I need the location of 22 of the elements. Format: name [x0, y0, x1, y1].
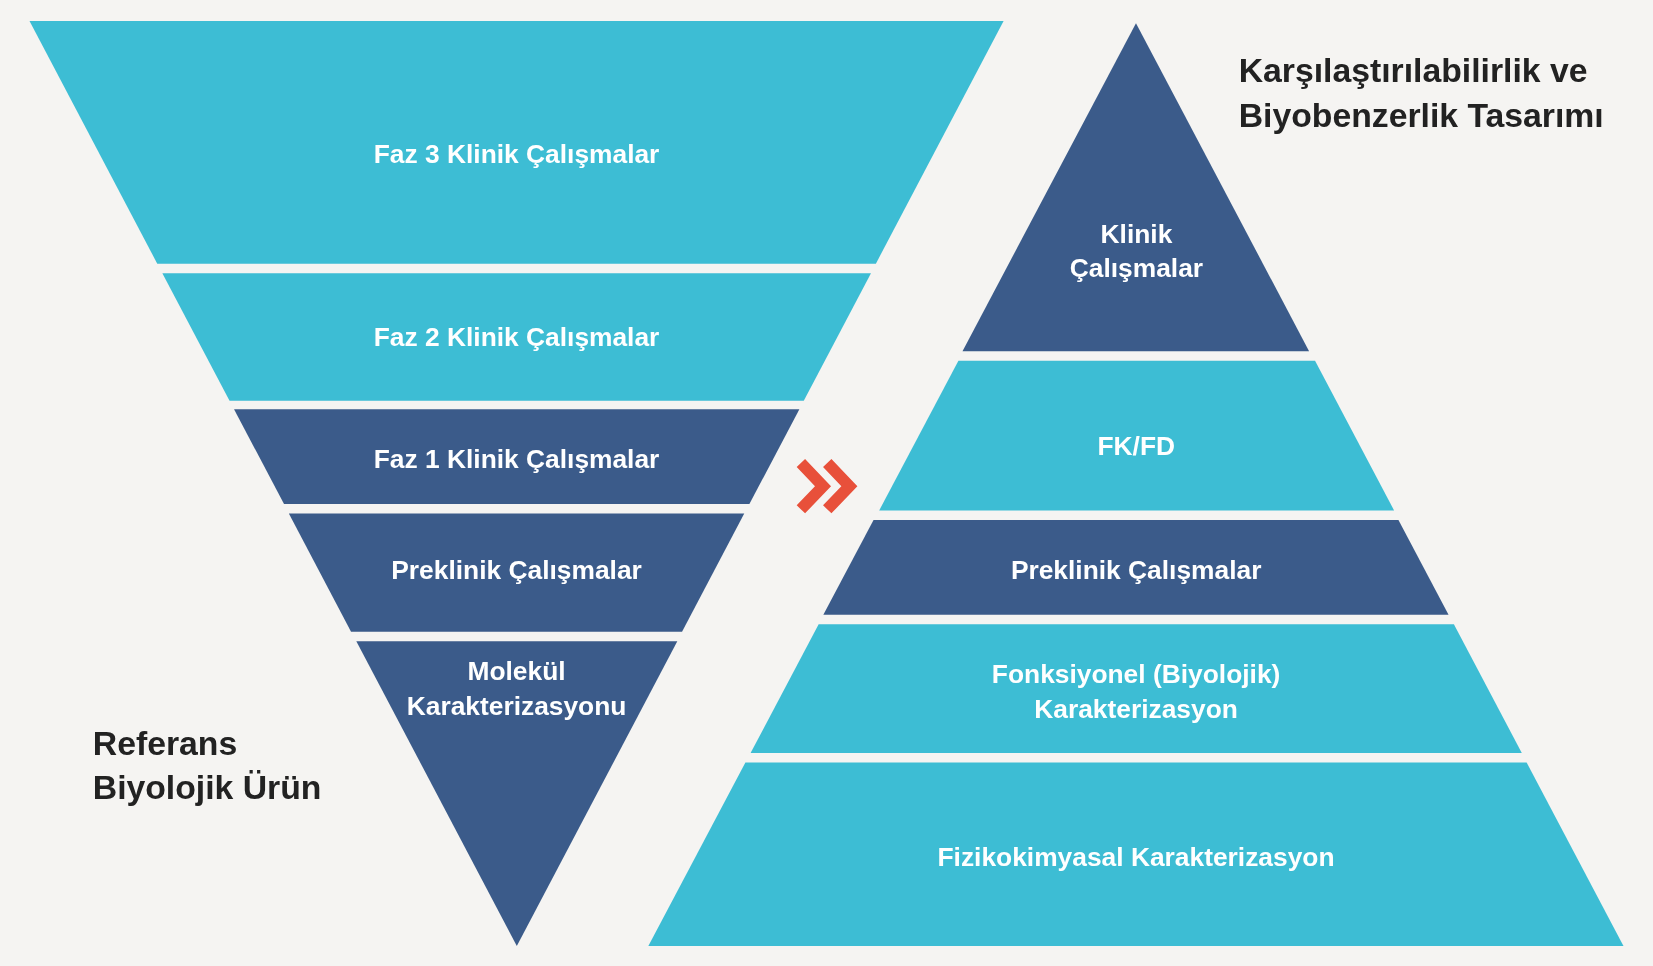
tier-label: Molekül Karakterizasyonu — [406, 654, 627, 723]
triangle-tier — [356, 641, 678, 946]
pyramid-tier — [288, 513, 745, 632]
pyramid-tier — [162, 273, 871, 401]
tier-label: FK/FD — [1097, 429, 1175, 463]
double-chevron-arrow — [795, 457, 858, 516]
tier-label: Fizikokimyasal Karakterizasyon — [937, 841, 1335, 874]
pyramid-tier — [823, 519, 1449, 615]
heading: Referans Biyolojik Ürün — [92, 723, 323, 809]
tier-label: Klinik Çalışmalar — [1068, 217, 1205, 285]
pyramid-tier — [29, 21, 1004, 264]
pyramid-tier — [878, 360, 1394, 511]
heading: Karşılaştırılabilirlik ve Biyobenzerlik Tasarımı — [1238, 50, 1605, 137]
pyramid-tier — [750, 624, 1522, 753]
tier-label: Preklinik Çalışmalar — [1010, 554, 1262, 587]
tier-label: Preklinik Çalışmalar — [391, 554, 642, 587]
pyramid-tier — [233, 409, 800, 505]
tier-label: Faz 2 Klinik Çalışmalar — [373, 321, 660, 354]
pyramid-tier — [648, 762, 1624, 946]
tier-label: Faz 3 Klinik Çalışmalar — [373, 137, 660, 171]
tier-label: Fonksiyonel (Biyolojik) Karakterizasyon — [990, 658, 1282, 726]
tier-label: Faz 1 Klinik Çalışmalar — [373, 442, 660, 475]
